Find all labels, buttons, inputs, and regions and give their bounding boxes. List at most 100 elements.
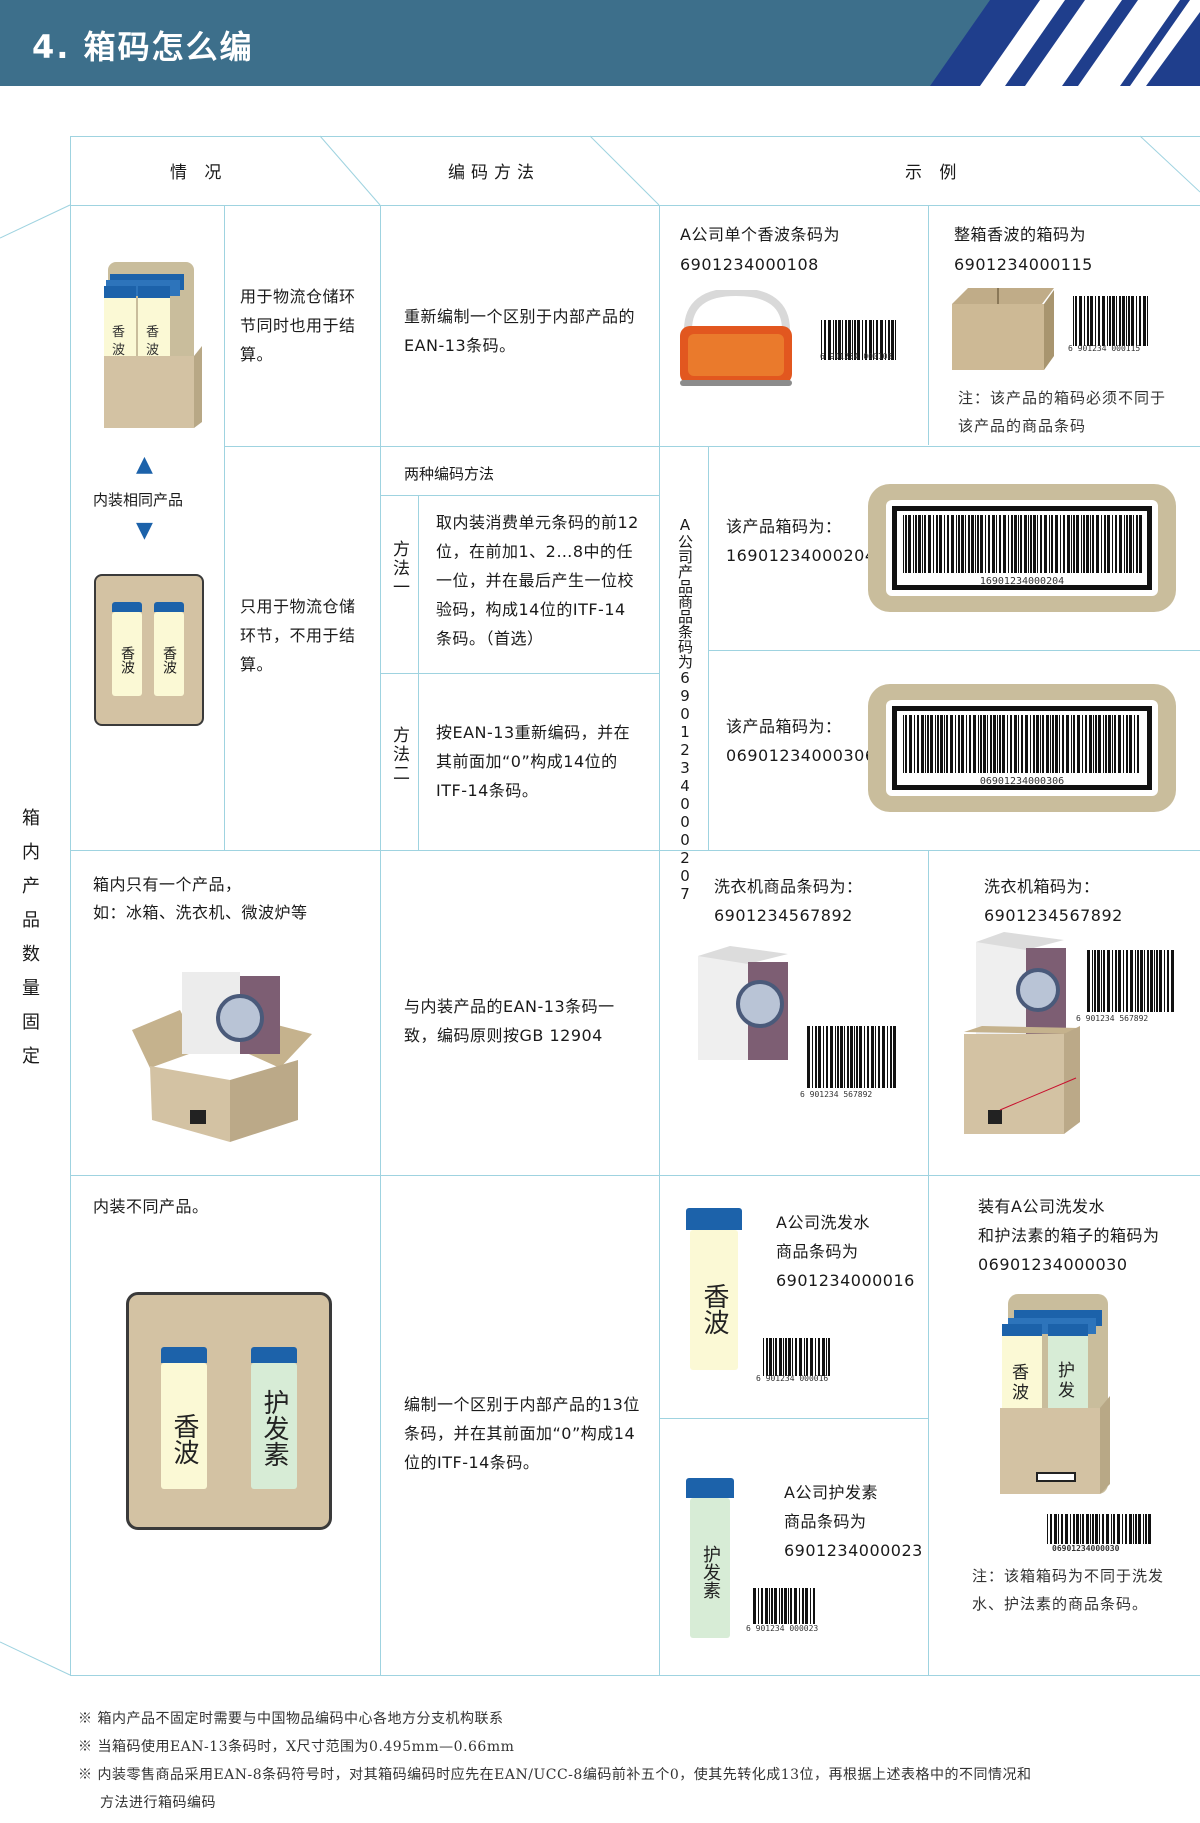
row4-example1-line1: A公司洗发水 (776, 1213, 870, 1232)
row1-example2-note: 注：该产品的箱码必须不同于该产品的商品条码 (958, 389, 1167, 435)
mixed-products-pack-illustration: 香波 护发素 (126, 1292, 332, 1530)
row1-example2-title: 整箱香波的箱码为 (954, 225, 1087, 244)
conditioner-bottle-label: 护发素 (690, 1498, 730, 1638)
bottle-cap (154, 602, 184, 612)
barcode-row4-example3 (1047, 1514, 1151, 1544)
shampoo-bottle-cap (686, 1208, 742, 1230)
barcode-row4-example2 (753, 1588, 815, 1624)
barcode-label: 6 901234 000016 (756, 1374, 829, 1383)
row3-method: 与内装产品的EAN-13条码一致，编码原则按GB 12904 (404, 997, 615, 1045)
row1-method: 重新编制一个区别于内部产品的EAN-13条码。 (404, 307, 636, 355)
badge-inner: 16901234000204 (886, 500, 1158, 596)
barcode-label: 6 901234 567892 (800, 1090, 873, 1099)
line-v (928, 850, 929, 1675)
line-v (224, 205, 225, 850)
footnote-3-continued: 方法进行箱码编码 (100, 1795, 216, 1811)
bottle-cap (161, 1347, 207, 1363)
row4-example2-line2: 商品条码为 (784, 1512, 867, 1531)
line-h (70, 1175, 1200, 1176)
svg-text:香: 香 (146, 325, 159, 340)
itf14-barcode-1 (903, 515, 1142, 573)
column-header-situation: 情 况 (170, 163, 228, 183)
row2-method1-label: 方法一 (389, 540, 409, 597)
washer-on-box-illustration (964, 932, 1080, 1134)
bearer-bar (892, 506, 1152, 590)
barcode-row3-example2 (1087, 950, 1174, 1012)
table-perspective-lines (0, 135, 1200, 1676)
row4-example1-code: 6901234000016 (776, 1271, 915, 1290)
row4-example2-code: 6901234000023 (784, 1541, 923, 1560)
row2-vertical-note: A公司产品商品条码为6901234000207 (676, 516, 694, 903)
line-v (708, 446, 709, 850)
row3-example2-title: 洗衣机箱码为： (984, 877, 1100, 896)
row3-example1-title: 洗衣机商品条码为： (714, 877, 863, 896)
row2-situation: 只用于物流仓储环节，不用于结算。 (240, 597, 356, 674)
table-left-border (70, 136, 71, 1676)
table-top-border (70, 136, 1200, 137)
itf14-barcode-2 (903, 715, 1139, 773)
carton-box-illustration (952, 288, 1054, 370)
barcode-label: 6 901234 000023 (746, 1624, 819, 1633)
row4-example3-line2: 和护法素的箱子的箱码为 (978, 1226, 1160, 1245)
footnote-3: ※ 内装零售商品采用EAN-8条码符号时，对其箱码编码时应先在EAN/UCC-8… (78, 1767, 1032, 1783)
row3-situation-line1: 箱内只有一个产品， (93, 875, 242, 894)
line-h (380, 495, 659, 496)
row2-method2-text: 按EAN-13重新编码，并在其前面加“0”构成14位的ITF-14条码。 (436, 723, 631, 800)
barcode-row3-example1 (807, 1026, 896, 1088)
row2-example2-title: 该产品箱码为： (726, 717, 842, 736)
svg-text:护: 护 (1058, 1361, 1075, 1381)
barcode-label: 16901234000204 (979, 576, 1065, 587)
row4-example3-line1: 装有A公司洗发水 (978, 1197, 1105, 1216)
row3-example2-code: 6901234567892 (984, 906, 1123, 925)
row2-example1-code: 16901234000204 (726, 546, 876, 565)
row2-example2-code: 06901234000306 (726, 746, 876, 765)
barcode-label: 06901234000306 (979, 776, 1065, 787)
bottle-label: 香波 (112, 612, 142, 696)
itf14-barcode-badge-2: 06901234000306 (868, 684, 1176, 812)
row3-example1-code: 6901234567892 (714, 906, 853, 925)
line-v (418, 495, 419, 850)
row3-situation-line2: 如：冰箱、洗衣机、微波炉等 (93, 903, 308, 922)
bottle-cap (112, 602, 142, 612)
barcode-row4-example1 (763, 1338, 830, 1376)
itf14-barcode-badge-1: 16901234000204 (868, 484, 1176, 612)
shampoo-carton-illustration: 香 香 波 波 (104, 262, 202, 428)
shampoo-pack-front-illustration: 香波 香波 (94, 574, 204, 726)
column-header-example: 示 例 (905, 163, 963, 183)
svg-text:香: 香 (112, 325, 125, 340)
line-h (70, 850, 1200, 851)
line-h (659, 1418, 928, 1419)
line-v (659, 205, 660, 1675)
footnote-2: ※ 当箱码使用EAN-13条码时，X尺寸范围为0.495mm—0.66mm (78, 1739, 515, 1755)
washer-in-box-illustration (132, 972, 312, 1142)
row2-method-title: 两种编码方法 (404, 465, 495, 483)
row4-example2-line1: A公司护发素 (784, 1483, 878, 1502)
shampoo-bottle-label: 香波 (690, 1230, 738, 1370)
row1-example2-code: 6901234000115 (954, 255, 1093, 274)
arrow-up-icon: ▲ (136, 452, 153, 477)
line-h (224, 446, 1200, 447)
conditioner-bottle-cap (686, 1478, 734, 1498)
table-bottom-border (70, 1675, 1200, 1676)
svg-text:波: 波 (112, 343, 125, 358)
arrow-down-icon: ▼ (136, 518, 153, 543)
footnote-1: ※ 箱内产品不固定时需要与中国物品编码中心各地方分支机构联系 (78, 1711, 504, 1727)
line-v (928, 205, 929, 445)
shampoo-tub-illustration (680, 290, 792, 386)
row1-example1-code: 6901234000108 (680, 255, 819, 274)
row1-example1-title: A公司单个香波条码为 (680, 225, 840, 244)
barcode-label: 6 901234 567892 (1076, 1014, 1149, 1023)
line-v (380, 205, 381, 1675)
bottle-label: 香波 (154, 612, 184, 696)
row4-example3-note: 注：该箱箱码为不同于洗发水、护法素的商品条码。 (972, 1567, 1165, 1613)
row4-example3-code: 06901234000030 (978, 1255, 1128, 1274)
svg-text:波: 波 (1012, 1383, 1029, 1403)
row4-example1-line2: 商品条码为 (776, 1242, 859, 1261)
line-h (708, 650, 1200, 651)
row4-situation: 内装不同产品。 (93, 1197, 209, 1216)
side-label-fixed-quantity: 箱内产品数量固定 (19, 808, 40, 1080)
header-bottom-border (70, 205, 1200, 206)
barcode-label: 6 901234 000115 (1068, 344, 1141, 353)
inner-same-products-label: 内装相同产品 (93, 491, 184, 509)
barcode-row1-example1 (821, 320, 896, 360)
